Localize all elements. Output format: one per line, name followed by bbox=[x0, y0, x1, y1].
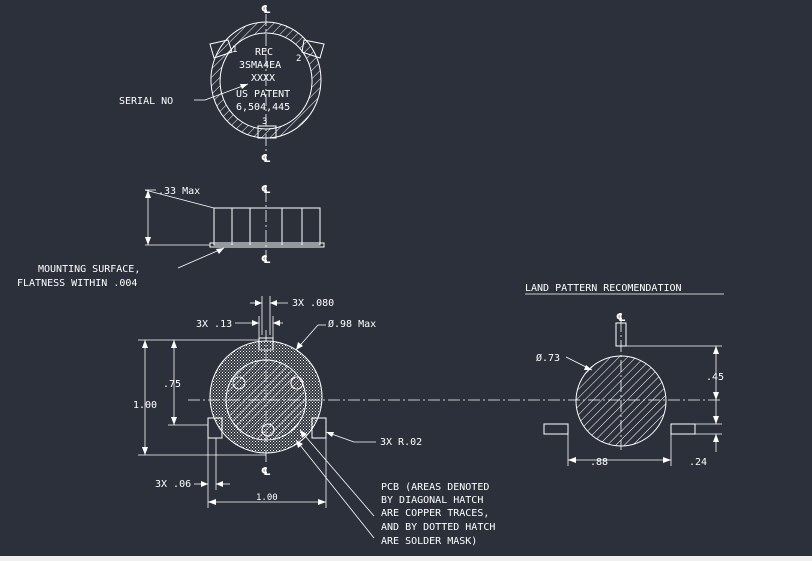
diameter-dim-text: Ø.98 Max bbox=[328, 318, 376, 330]
dim45-text: .45 bbox=[706, 372, 724, 383]
pad-gap-dim-text: 3X .080 bbox=[292, 298, 334, 309]
pin-hole-right bbox=[290, 376, 304, 390]
pcb-note-line-3: ARE COPPER TRACES, bbox=[381, 508, 489, 519]
pad-width-arrow-right bbox=[273, 320, 280, 326]
mounting-note-2: FLATNESS WITHIN .004 bbox=[17, 278, 137, 289]
pcb-note-line-1: PCB (AREAS DENOTED bbox=[381, 482, 489, 493]
pcb-leader-2 bbox=[295, 439, 375, 539]
dim24-arrow-top bbox=[713, 416, 719, 424]
top-view: ℄ ℄ REC 3SMA4EA XXXX US PATENT 6,504,445… bbox=[119, 3, 325, 165]
dim100v-text: 1.00 bbox=[133, 400, 157, 411]
radius-arrow bbox=[326, 432, 334, 437]
centerline-symbol-side-bottom: ℄ bbox=[261, 253, 271, 266]
side-view: ℄ ℄ .33 Max MOUNTING SURFACE, FLATNESS W… bbox=[17, 183, 325, 289]
dim100h-arrow-right bbox=[318, 499, 326, 505]
land-diameter-text: Ø.73 bbox=[536, 352, 560, 364]
dim100v-arrow-bottom bbox=[142, 447, 148, 455]
dim24-text: .24 bbox=[689, 457, 707, 468]
land-pattern: LAND PATTERN RECOMENDATION ℄ Ø.73 .45 .2… bbox=[525, 283, 724, 468]
dim75-arrow-top bbox=[171, 340, 177, 348]
land-diameter-arrow bbox=[584, 365, 592, 370]
height-ext-top bbox=[144, 189, 215, 209]
radius-dim-text: 3X R.02 bbox=[380, 437, 422, 448]
centerline-symbol-bottom: ℄ bbox=[261, 465, 271, 478]
dim24-arrow-bottom bbox=[713, 434, 719, 442]
bottom-left-pad bbox=[207, 417, 223, 439]
dim88-arrow-left bbox=[568, 457, 576, 463]
top-view-bottom-tab bbox=[257, 125, 277, 139]
pcb-note-line-2: BY DIAGONAL HATCH bbox=[381, 495, 483, 506]
land-pattern-right-pad bbox=[670, 423, 696, 435]
top-view-left-tab bbox=[209, 39, 233, 59]
centerline-symbol-side-top: ℄ bbox=[261, 183, 271, 196]
pcb-leader-1 bbox=[299, 429, 375, 517]
centerline-symbol-land: ℄ bbox=[616, 311, 626, 324]
top-view-right-tab bbox=[301, 39, 325, 59]
diameter-arrow bbox=[296, 342, 303, 350]
pin-2-label: 2 bbox=[296, 54, 301, 64]
pad-depth-dim-text: 3X .06 bbox=[155, 479, 191, 490]
mounting-note-1: MOUNTING SURFACE, bbox=[38, 264, 140, 275]
height-arrow-top bbox=[145, 190, 151, 198]
land-pattern-title: LAND PATTERN RECOMENDATION bbox=[525, 283, 682, 294]
mounting-leader bbox=[177, 247, 225, 269]
pad-depth-arrow-left bbox=[201, 481, 208, 487]
mounting-arrow bbox=[216, 248, 224, 254]
dim75-arrow-bottom bbox=[171, 417, 177, 425]
dim88-text: .88 bbox=[590, 457, 608, 468]
serial-no-label: SERIAL NO bbox=[119, 96, 173, 107]
height-dim-text: .33 Max bbox=[158, 186, 200, 197]
marking-serial: XXXX bbox=[251, 73, 275, 84]
dim75-text: .75 bbox=[163, 379, 181, 390]
land-pattern-top-pad bbox=[615, 322, 627, 347]
marking-part-number: 3SMA4EA bbox=[239, 60, 281, 71]
bottom-view: ℄ 3X .080 3X .13 Ø.98 Max .75 bbox=[133, 296, 720, 547]
serial-leader-arrow bbox=[240, 84, 248, 89]
bottom-right-pad bbox=[311, 417, 327, 439]
dim100h-arrow-left bbox=[208, 499, 216, 505]
dim45-arrow-bottom bbox=[713, 392, 719, 400]
pad-gap-arrow-right bbox=[270, 300, 277, 306]
pad-gap-arrow-left bbox=[255, 300, 262, 306]
pcb-arrow-1 bbox=[300, 430, 307, 438]
pcb-arrow-2 bbox=[296, 440, 303, 448]
land-pattern-left-pad bbox=[543, 423, 569, 435]
dim100h-text: 1.00 bbox=[256, 493, 278, 503]
pin-3-label: 3 bbox=[262, 117, 267, 127]
pad-depth-arrow-right bbox=[216, 481, 223, 487]
serial-leader-2 bbox=[204, 83, 249, 101]
dim45-arrow-top bbox=[713, 346, 719, 354]
pcb-note-line-5: ARE SOLDER MASK) bbox=[381, 536, 477, 547]
pad-width-dim-text: 3X .13 bbox=[196, 319, 232, 330]
marking-patent-number: 6,504,445 bbox=[236, 102, 290, 113]
pin-1-label: 1 bbox=[232, 45, 237, 55]
side-view-body bbox=[213, 207, 321, 246]
centerline-symbol-top: ℄ bbox=[261, 3, 271, 16]
pin-hole-bottom bbox=[261, 423, 275, 437]
height-arrow-bottom bbox=[145, 237, 151, 245]
pad-width-arrow-left bbox=[252, 320, 259, 326]
dim100v-arrow-top bbox=[142, 340, 148, 348]
marking-patent: US PATENT bbox=[236, 89, 290, 100]
status-bar bbox=[0, 556, 812, 561]
pin-hole-left bbox=[232, 376, 246, 390]
pcb-note-line-4: AND BY DOTTED HATCH bbox=[381, 522, 495, 533]
marking-rec: REC bbox=[255, 47, 273, 58]
centerline-symbol-top-bottom: ℄ bbox=[261, 152, 271, 165]
dim88-arrow-right bbox=[663, 457, 671, 463]
